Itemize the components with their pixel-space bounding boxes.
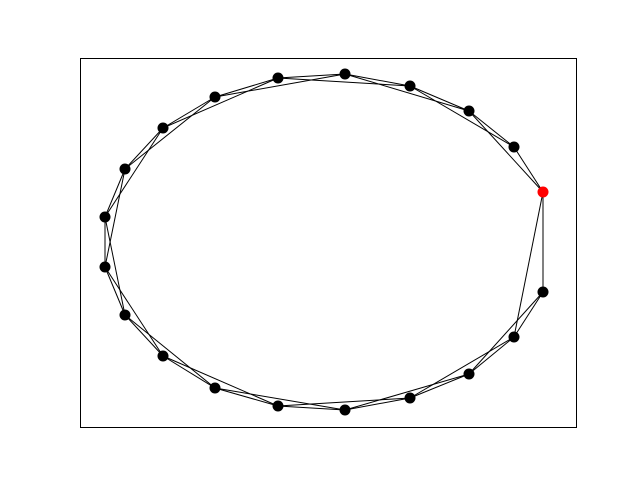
graph-edge <box>277 73 346 79</box>
graph-edge <box>214 387 346 411</box>
graph-edge <box>344 373 470 411</box>
graph-edge <box>468 291 544 375</box>
graph-node <box>404 392 416 404</box>
graph-edge <box>162 96 216 129</box>
graph-edge <box>124 314 216 389</box>
graph-edge <box>104 127 164 218</box>
graph-edge <box>277 405 346 411</box>
graph-node <box>119 309 131 321</box>
graph-edge <box>344 397 411 411</box>
graph-edge <box>124 127 164 170</box>
graph-node <box>463 105 475 117</box>
graph-edge <box>409 85 470 112</box>
graph-edge <box>214 77 279 98</box>
graph-node <box>157 122 169 134</box>
graph-edge <box>104 168 126 268</box>
graph-node <box>537 286 549 298</box>
graph-node <box>339 68 351 80</box>
graph-edge <box>124 314 164 357</box>
graph-edge <box>468 336 515 375</box>
graph-edge <box>104 266 164 357</box>
graph-edge <box>162 355 279 407</box>
graph-node <box>99 261 111 273</box>
graph-node <box>209 91 221 103</box>
edge-layer <box>104 73 544 411</box>
graph-node <box>157 350 169 362</box>
graph-edge <box>277 77 411 87</box>
graph-edge <box>468 110 544 193</box>
graph-edge <box>277 397 411 407</box>
graph-edge <box>468 110 515 148</box>
graph-edge <box>104 168 126 218</box>
graph-node <box>339 404 351 416</box>
graph-edge <box>124 96 216 170</box>
graph-node <box>272 400 284 412</box>
graph-edge <box>162 77 279 129</box>
graph-edge <box>513 146 544 193</box>
graph-edge <box>214 73 346 98</box>
graph-edge <box>513 291 544 338</box>
graph-edge <box>104 216 126 316</box>
graph-node <box>209 382 221 394</box>
graph-edge <box>344 73 470 112</box>
graph-node <box>508 141 520 153</box>
graph-edge <box>409 373 470 399</box>
graph-edge <box>104 266 126 316</box>
graph-edge <box>214 387 279 407</box>
graph-edge <box>344 73 411 87</box>
graph-edge <box>513 191 544 338</box>
graph-edge <box>409 85 515 148</box>
graph-edge <box>409 336 515 399</box>
graph-node-highlighted <box>537 186 549 198</box>
graph-edge <box>162 355 216 389</box>
graph-node <box>119 163 131 175</box>
graph-node <box>272 72 284 84</box>
graph-node <box>404 80 416 92</box>
node-layer <box>99 68 549 416</box>
graph-node <box>508 331 520 343</box>
graph-node <box>463 368 475 380</box>
axes-frame <box>80 58 577 428</box>
graph-node <box>99 211 111 223</box>
